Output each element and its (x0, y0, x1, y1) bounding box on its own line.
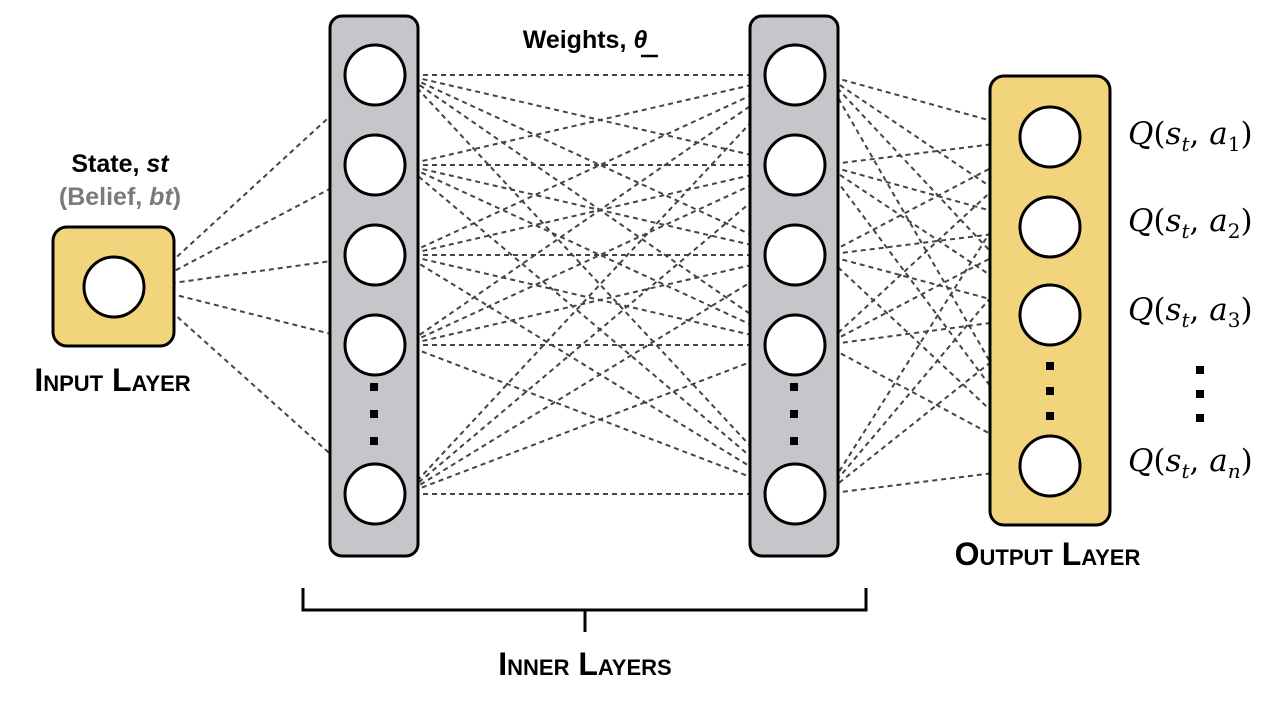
inner1-to-inner2-edge (404, 96, 775, 495)
q-value-3: Q(st, a3) (1128, 292, 1253, 333)
inner1-to-inner2-edge (404, 169, 766, 256)
belief-label: (Belief, bt) (58, 183, 182, 211)
state-label: State, st (71, 150, 169, 178)
inner1-to-inner2-edge (404, 91, 771, 346)
q-values-ellipsis (1196, 366, 1204, 422)
input-layer-title: Input Layer (34, 362, 191, 398)
inner2-to-output-edge (824, 74, 1030, 294)
inner2-neuron-4 (763, 313, 827, 377)
inner1-neuron-5 (343, 462, 407, 526)
inner2-to-output-edge (824, 164, 1033, 442)
inner1-to-inner2-edge (404, 177, 768, 346)
input-to-inner1-edge (143, 286, 346, 340)
inner2-to-output-edge (824, 74, 1036, 440)
weight-connections (143, 71, 1036, 498)
inner1-to-inner2-edge (404, 270, 770, 495)
input-neuron-1 (82, 255, 146, 319)
inner2-to-output-edge (824, 227, 1021, 256)
weights-symbol: θ (633, 26, 648, 54)
inner1-to-inner2-edge (404, 354, 767, 495)
inner1-neuron-2 (343, 133, 407, 197)
inner1-to-inner2-edge (404, 164, 766, 251)
inner2-to-output-edge (824, 137, 1021, 166)
inner1-to-inner2-edge (404, 87, 768, 256)
inner-layers-title: Inner Layers (498, 646, 672, 682)
q-value-2: Q(st, a2) (1128, 203, 1253, 244)
weights-label: Weights, θ (522, 26, 648, 54)
inner1-to-inner2-edge (404, 164, 768, 333)
input-to-inner1-edge (143, 286, 353, 475)
input-to-inner1-edge (143, 178, 349, 288)
inner1-to-inner2-edge (404, 254, 766, 341)
inner1-neuron-3 (343, 223, 407, 287)
inner1-to-inner2-edge (404, 74, 771, 329)
inner1-to-inner2-edge (404, 74, 768, 243)
inner2-to-output-edge (824, 150, 1024, 256)
output-neuron-3 (1018, 283, 1082, 347)
q-value-1: Q(st, a1) (1128, 116, 1253, 157)
inner2-to-output-edge (824, 254, 1029, 446)
inner2-neuron-3 (763, 223, 827, 287)
belief-symbol: bt (149, 183, 173, 211)
inner1-to-inner2-edge (404, 254, 770, 479)
output-layer-ellipsis (1046, 362, 1054, 420)
inner1-to-inner2-edge (404, 74, 766, 161)
inner1-to-inner2-edge (404, 344, 767, 485)
inner2-to-output-edge (824, 254, 1022, 310)
output-neuron-1 (1018, 105, 1082, 169)
output-layer-title: Output Layer (954, 536, 1141, 572)
neurons (82, 43, 1082, 526)
inner2-to-output-edge (824, 164, 1022, 221)
inner1-to-inner2-edge (404, 184, 773, 495)
inner2-to-output-edge (824, 74, 1022, 131)
output-neuron-4 (1018, 434, 1082, 498)
inner2-neuron-2 (763, 133, 827, 197)
layer-1-ellipsis (370, 383, 378, 445)
inner1-to-inner2-edge (404, 79, 766, 166)
input-to-inner1-edge (143, 256, 346, 288)
inner2-to-output-edge (824, 333, 1027, 495)
inner1-neuron-4 (343, 313, 407, 377)
inner2-neuron-5 (763, 462, 827, 526)
inner2-to-output-edge (824, 466, 1021, 495)
inner2-to-output-edge (824, 316, 1021, 346)
inner1-neuron-1 (343, 43, 407, 107)
state-symbol: st (146, 150, 169, 178)
inner2-to-output-edge (824, 344, 1024, 453)
inner2-neuron-1 (763, 43, 827, 107)
output-neuron-2 (1018, 195, 1082, 259)
inner1-to-inner2-edge (404, 164, 773, 475)
inner-layers-bracket (301, 588, 868, 632)
input-to-inner1-edge (143, 95, 353, 288)
q-value-n: Q(st, an) (1128, 443, 1253, 484)
layer-2-ellipsis (790, 383, 798, 445)
inner2-to-output-edge (824, 240, 1024, 346)
inner1-to-inner2-edge (404, 259, 766, 346)
inner1-to-inner2-edge (404, 74, 775, 473)
